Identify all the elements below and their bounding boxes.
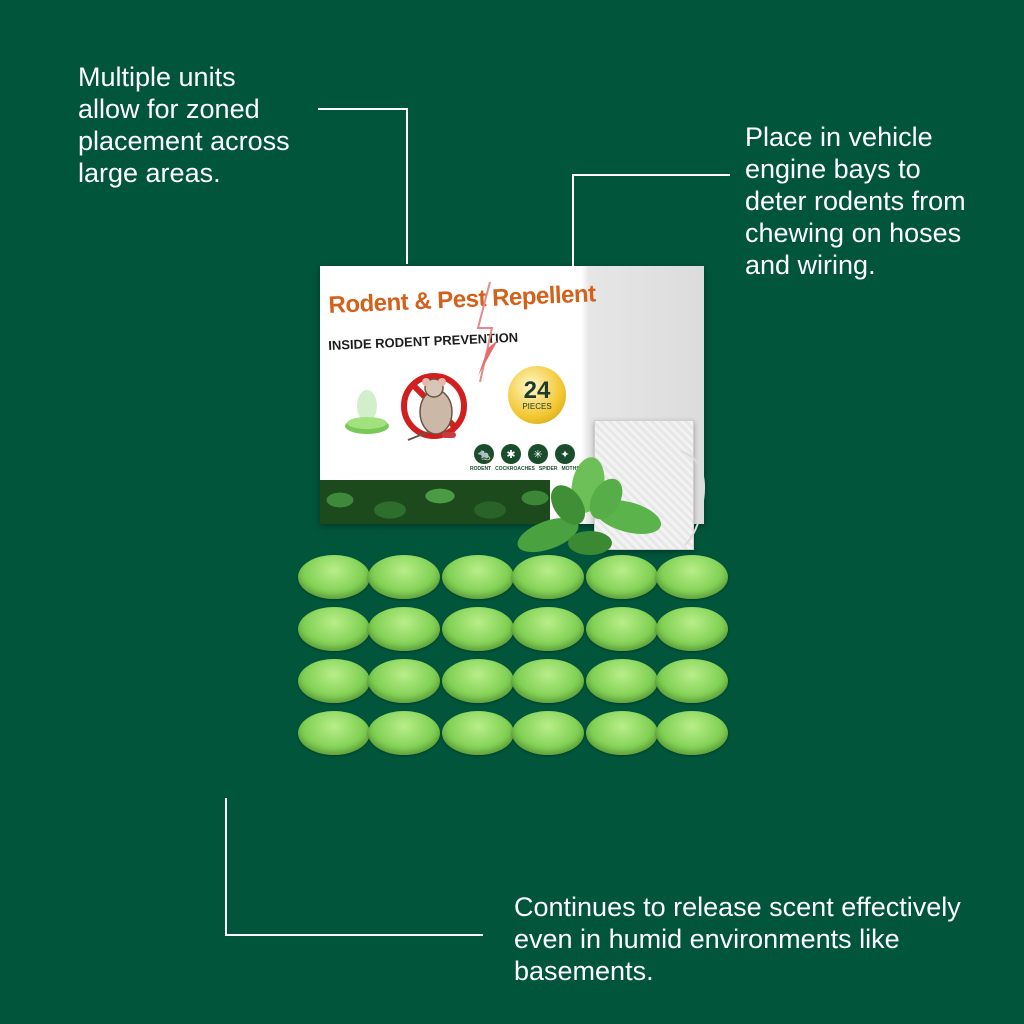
tablet (298, 659, 370, 703)
tablet (298, 607, 370, 651)
tablet (298, 555, 370, 599)
no-rodent-icon (401, 373, 467, 441)
callout-zoned-placement: Multiple units allow for zoned placement… (78, 62, 290, 188)
tablet (586, 555, 658, 599)
pest-label: COCKROACHES (495, 466, 535, 472)
tablet (656, 607, 728, 651)
tablet (442, 659, 514, 703)
callout-vehicle-engine: Place in vehicle engine bays to deter ro… (745, 122, 966, 280)
connector-line-zoned-v (406, 108, 408, 264)
tablet (512, 607, 584, 651)
tablet (656, 659, 728, 703)
pest-label-row: RODENT COCKROACHES SPIDER MOTHS (470, 466, 580, 472)
spider-icon: ✳ (528, 444, 548, 464)
steam-icon (345, 390, 389, 434)
tablet (656, 711, 728, 755)
pest-label: RODENT (470, 466, 492, 472)
pest-label: MOTHS (561, 466, 580, 472)
tablet (586, 607, 658, 651)
tablet (368, 711, 440, 755)
connector-line-humid-h (225, 934, 483, 936)
tablet-grid (298, 555, 728, 755)
pest-label: SPIDER (538, 466, 558, 472)
badge-label: PIECES (522, 401, 552, 411)
tablet (368, 555, 440, 599)
mint-sprig-image (517, 457, 662, 555)
tablet (368, 659, 440, 703)
drawstring-icon (680, 450, 705, 546)
pest-icon-row: 🐀 ✱ ✳ ✦ (474, 444, 575, 464)
tablet (442, 607, 514, 651)
tablet (586, 659, 658, 703)
tablet (656, 555, 728, 599)
tablet (368, 607, 440, 651)
tablet (586, 711, 658, 755)
connector-line-humid-v (225, 798, 227, 936)
moth-icon: ✦ (555, 444, 575, 464)
cockroach-icon: ✱ (501, 444, 521, 464)
lightning-icon (476, 281, 498, 383)
mint-leaf-strip (320, 480, 550, 524)
tablet (442, 711, 514, 755)
callout-humid-environments: Continues to release scent effectively e… (514, 892, 961, 986)
connector-line-vehicle-h (572, 174, 730, 176)
piece-count-badge: 24 PIECES (508, 366, 566, 424)
rodent-icon: 🐀 (474, 444, 494, 464)
tablet (512, 555, 584, 599)
connector-line-zoned-h (318, 108, 408, 110)
tablet (298, 711, 370, 755)
product-box: Rodent & Pest Repellent INSIDE RODENT PR… (320, 266, 704, 524)
badge-count: 24 (523, 376, 551, 404)
tablet (512, 659, 584, 703)
tablet (442, 555, 514, 599)
tablet (512, 711, 584, 755)
connector-line-vehicle-v (572, 174, 574, 266)
